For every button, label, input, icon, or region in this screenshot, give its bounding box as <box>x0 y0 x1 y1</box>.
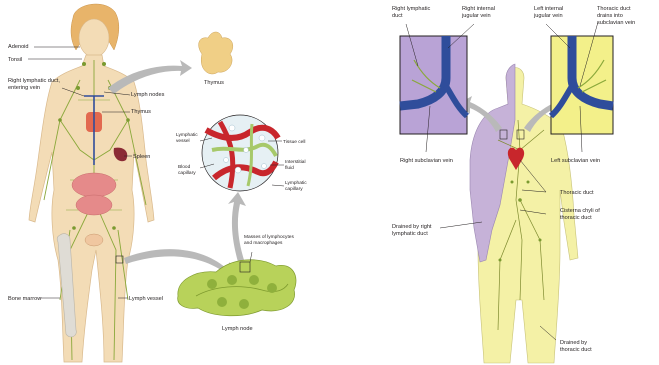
label-masses-of-lymphocytes: Masses of lymphocytes <box>244 234 294 240</box>
label-thoracic-duct: Thoracic duct <box>560 190 594 196</box>
label-right-lymphatic-duct-inset-line2: duct <box>392 13 403 19</box>
label-blood-capillary-line2: capillary <box>178 170 196 176</box>
label-tissue-cell: Tissue cell <box>283 139 305 145</box>
label-thoracic-drains-line2: drains into <box>597 13 623 19</box>
thymus-callout <box>199 32 233 74</box>
label-drained-by-right-line2: lymphatic duct <box>392 231 428 237</box>
label-cisterna-chyli: Cisterna chyli of <box>560 208 600 214</box>
arrow-to-tissue-callout <box>228 192 246 262</box>
tissue-circle-callout <box>202 115 278 191</box>
label-drained-by-right: Drained by right <box>392 224 432 230</box>
label-left-subclavian: Left subclavian vein <box>551 158 600 164</box>
label-bone-marrow: Bone marrow <box>8 296 42 302</box>
label-right-internal-jugular: Right internal <box>462 6 495 12</box>
bladder <box>85 234 103 246</box>
label-left-internal-jugular: Left internal <box>534 6 563 12</box>
left-panel: Adenoid Tonsil Right lymphatic duct, ent… <box>8 4 307 362</box>
label-drained-by-thoracic: Drained by <box>560 340 587 346</box>
right-panel: Right lymphatic duct Right internal jugu… <box>392 6 635 363</box>
head <box>79 19 109 57</box>
label-adenoid: Adenoid <box>8 44 29 50</box>
label-right-lymphatic-duct: Right lymphatic duct, <box>8 78 60 84</box>
label-blood-capillary: Blood <box>178 164 191 170</box>
label-thoracic-drains: Thoracic duct <box>597 6 631 12</box>
label-lymphatic-vessel: Lymphatic <box>176 132 198 138</box>
label-cisterna-chyli-line2: thoracic duct <box>560 215 592 221</box>
female-body-figure <box>29 4 154 362</box>
label-tonsil: Tonsil <box>8 57 22 63</box>
label-right-internal-jugular-line2: jugular vein <box>461 13 491 19</box>
label-lymph-nodes: Lymph nodes <box>131 92 165 98</box>
label-lymph-vessel: Lymph vessel <box>129 296 163 302</box>
label-thymus: Thymus <box>131 109 151 115</box>
label-spleen: Spleen <box>133 154 150 160</box>
label-right-subclavian: Right subclavian vein <box>400 158 453 164</box>
label-drained-by-thoracic-line2: thoracic duct <box>560 347 592 353</box>
label-thoracic-drains-line3: subclavian vein <box>597 20 635 26</box>
left-inset-box <box>551 36 613 134</box>
label-right-lymphatic-duct-line2: entering vein <box>8 85 40 91</box>
right-inset-box <box>400 36 467 134</box>
lymph-node-callout <box>178 260 296 316</box>
label-left-internal-jugular-line2: jugular vein <box>533 13 563 19</box>
label-lymph-node: Lymph node <box>222 326 253 332</box>
label-lymphatic-capillary: Lymphatic <box>285 180 307 186</box>
label-lymphatic-vessel-line2: vessel <box>176 138 190 144</box>
label-lymphatic-capillary-line2: capillary <box>285 186 303 192</box>
label-interstitial-fluid: Interstitial <box>285 159 306 165</box>
label-masses-of-lymphocytes-line2: and macrophages <box>244 240 283 246</box>
label-interstitial-fluid-line2: fluid <box>285 165 294 171</box>
label-right-lymphatic-duct-inset: Right lymphatic <box>392 6 430 12</box>
label-thymus-callout: Thymus <box>204 80 224 86</box>
